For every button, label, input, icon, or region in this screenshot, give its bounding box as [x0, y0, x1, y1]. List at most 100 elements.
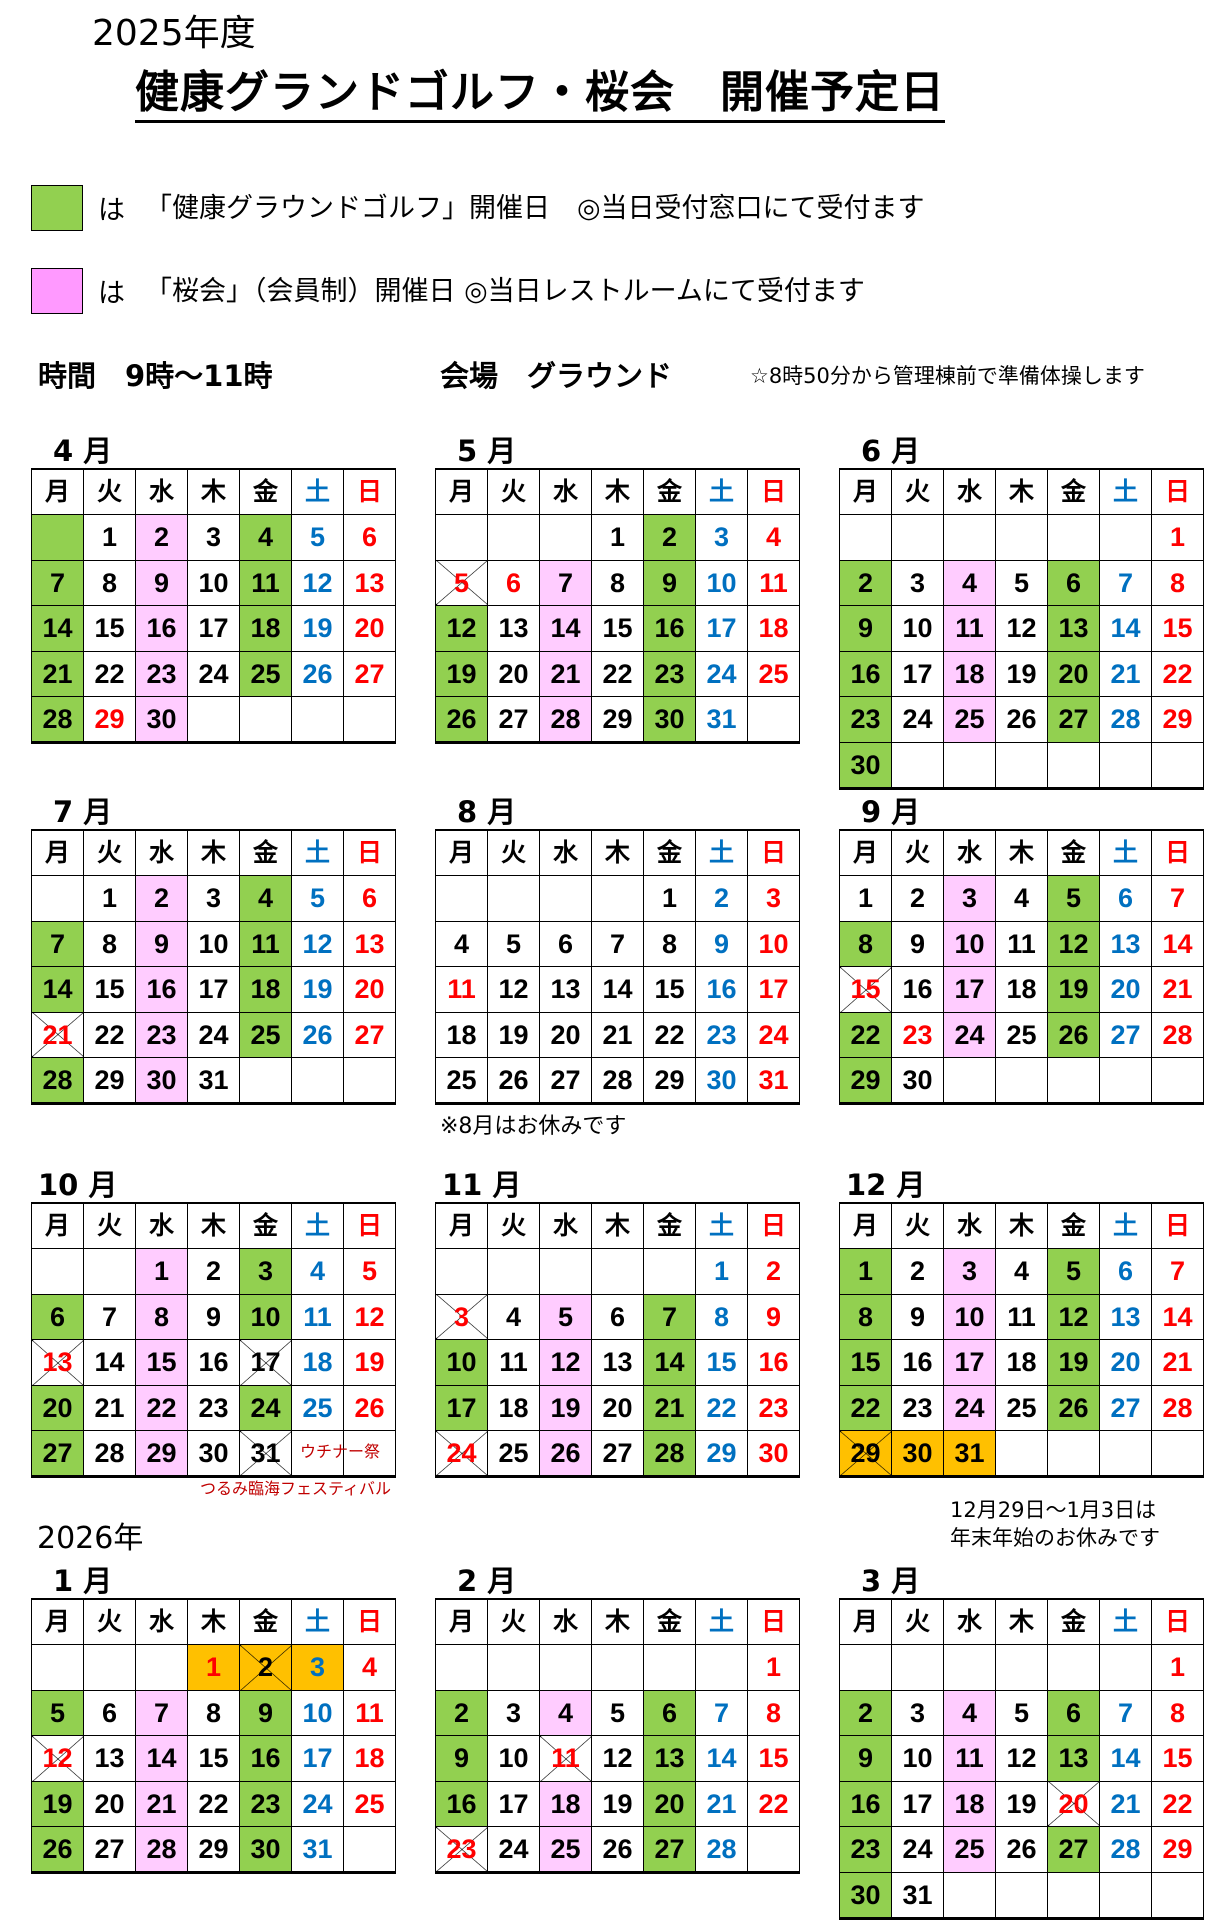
weekday-header: 月 — [435, 1202, 488, 1249]
empty-cell — [539, 1248, 592, 1295]
weekday-header: 日 — [1151, 1598, 1204, 1645]
empty-cell — [1047, 1644, 1100, 1691]
day-cell: 11 — [343, 1689, 396, 1736]
day-cell: 1 — [83, 514, 136, 561]
empty-cell — [487, 875, 540, 922]
day-cell: 25 — [435, 1057, 488, 1104]
day-cell: 27 — [343, 650, 396, 697]
empty-cell — [1099, 1430, 1152, 1477]
day-cell: 22 — [83, 1011, 136, 1058]
day-cell: 22 — [1151, 1780, 1204, 1827]
day-cell: 5 — [291, 875, 344, 922]
weekday-header: 金 — [239, 1202, 292, 1249]
day-cell: 1 — [1151, 1644, 1204, 1691]
day-cell: 31 — [943, 1430, 996, 1477]
weekday-header: 水 — [135, 1598, 188, 1645]
day-cell: 9 — [695, 920, 748, 967]
day-cell: 27 — [487, 696, 540, 743]
day-cell: 14 — [539, 605, 592, 652]
weekday-header: 木 — [591, 1598, 644, 1645]
day-cell: 14 — [1151, 920, 1204, 967]
festival-annotation: つるみ臨海フェスティバル — [200, 1479, 392, 1498]
day-cell: 31 — [291, 1826, 344, 1873]
day-cell: 1 — [695, 1248, 748, 1295]
empty-cell — [539, 514, 592, 561]
day-cell: 23 — [135, 1011, 188, 1058]
weekday-header: 水 — [943, 1598, 996, 1645]
day-cell: 29 — [591, 696, 644, 743]
empty-cell — [943, 514, 996, 561]
day-cell: 12 — [291, 559, 344, 606]
day-cell: 20 — [1099, 966, 1152, 1013]
day-cell: 18 — [995, 966, 1048, 1013]
day-cell: 4 — [343, 1644, 396, 1691]
month-label: 1 月 — [53, 1564, 113, 1598]
day-cell: 28 — [695, 1826, 748, 1873]
day-cell: 18 — [239, 966, 292, 1013]
day-cell: 24 — [943, 1011, 996, 1058]
day-cell: 5 — [1047, 875, 1100, 922]
day-cell: 3 — [187, 514, 240, 561]
day-cell: 28 — [591, 1057, 644, 1104]
weekday-header: 火 — [83, 468, 136, 515]
day-cell: 16 — [643, 605, 696, 652]
day-cell: 7 — [1099, 1689, 1152, 1736]
week-row: 1 — [839, 1644, 1204, 1691]
day-cell: 26 — [591, 1826, 644, 1873]
day-cell: 5 — [1047, 1248, 1100, 1295]
day-cell: 20 — [487, 650, 540, 697]
day-cell: 2 — [839, 559, 892, 606]
day-cell: 6 — [31, 1293, 84, 1340]
weekday-header: 月 — [435, 1598, 488, 1645]
day-cell: 13 — [1047, 1735, 1100, 1782]
day-cell: 28 — [31, 696, 84, 743]
month-label: 12 月 — [846, 1168, 926, 1202]
day-cell: 17 — [695, 605, 748, 652]
day-cell: 1 — [747, 1644, 800, 1691]
day-cell: 15 — [83, 605, 136, 652]
day-cell: 22 — [187, 1780, 240, 1827]
day-cell: 10 — [291, 1689, 344, 1736]
day-cell: 21 — [31, 1011, 84, 1058]
empty-cell — [1099, 1057, 1152, 1104]
day-cell: 5 — [995, 559, 1048, 606]
day-cell: 10 — [695, 559, 748, 606]
day-cell: 7 — [135, 1689, 188, 1736]
day-cell: 9 — [239, 1689, 292, 1736]
day-cell: 8 — [839, 1293, 892, 1340]
day-cell: 15 — [1151, 1735, 1204, 1782]
day-cell: 13 — [643, 1735, 696, 1782]
day-cell: 21 — [135, 1780, 188, 1827]
day-cell: 4 — [435, 920, 488, 967]
day-cell: 3 — [239, 1248, 292, 1295]
day-cell: 27 — [1047, 696, 1100, 743]
empty-cell — [891, 1644, 944, 1691]
day-cell: 28 — [1099, 1826, 1152, 1873]
day-cell: 23 — [643, 650, 696, 697]
day-cell: 7 — [1151, 875, 1204, 922]
day-cell: 2 — [891, 875, 944, 922]
day-cell: 11 — [435, 966, 488, 1013]
day-cell: 14 — [31, 966, 84, 1013]
weekday-header: 土 — [291, 468, 344, 515]
day-cell: 1 — [591, 514, 644, 561]
day-cell: 27 — [643, 1826, 696, 1873]
weekday-header: 木 — [591, 468, 644, 515]
day-cell: 30 — [239, 1826, 292, 1873]
day-cell: 15 — [83, 966, 136, 1013]
weekday-header: 木 — [995, 829, 1048, 876]
weekday-header: 金 — [1047, 829, 1100, 876]
legend-green-text: 「健康グラウンドゴルフ」開催日 ◎当日受付窓口にて受付ます — [145, 193, 925, 224]
day-cell: 24 — [747, 1011, 800, 1058]
day-cell: 11 — [995, 1293, 1048, 1340]
